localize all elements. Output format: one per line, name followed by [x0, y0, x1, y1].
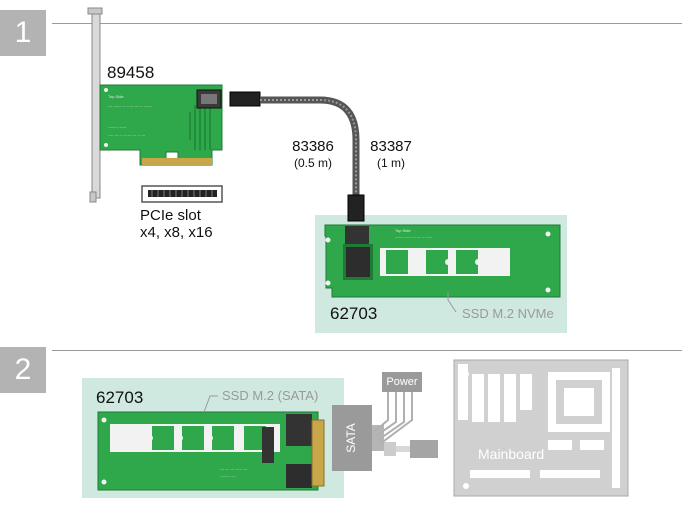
- mainboard-label: Mainboard: [478, 446, 545, 462]
- sata-adapter-model-number: 62703: [96, 388, 144, 407]
- mainboard: [453, 359, 629, 497]
- power-connector: [373, 372, 422, 445]
- svg-text:Top Side: Top Side: [395, 228, 411, 233]
- cable-model-a: 83386: [292, 138, 334, 155]
- cable-length-b: (1 m): [377, 156, 405, 170]
- sata-ssd-label: SSD M.2 (SATA): [222, 388, 319, 403]
- sata-connector: [332, 405, 438, 471]
- svg-text:------- ------: ------- ------: [108, 124, 127, 129]
- svg-text:--- ------ -- -- --- --- -- --: --- ------ -- -- --- --- -- ------: [108, 103, 152, 108]
- sff-cable: [229, 91, 365, 222]
- svg-text:---- --- -- -- --- --- -- ---: ---- --- -- -- --- --- -- ---: [108, 132, 146, 137]
- pcie-slot-sizes: x4, x8, x16: [140, 224, 213, 241]
- step-2-divider: [52, 350, 682, 351]
- cable-model-b: 83387: [370, 138, 412, 155]
- step-1-badge: 1: [0, 10, 46, 56]
- svg-text:------ ----- --- --- -- -----: ------ ----- --- --- -- -----: [395, 234, 433, 239]
- pcie-card-model-number: 89458: [107, 63, 155, 82]
- cable-length-a: (0.5 m): [293, 156, 332, 170]
- sata-connector-label: SATA: [344, 423, 358, 453]
- pcie-adapter-card: Top Side --- ------ -- -- --- --- -- ---…: [87, 7, 223, 203]
- pcie-slot: [141, 185, 223, 203]
- step-2-number: 2: [14, 353, 32, 386]
- step-2-badge: 2: [0, 347, 46, 393]
- svg-text:--- --- --- ----- ---: --- --- --- ----- ---: [220, 466, 248, 471]
- step-1-divider: [52, 23, 682, 24]
- svg-text:------- ----: ------- ----: [220, 473, 236, 478]
- nvme-m2-adapter-board: Top Side ------ ----- --- --- -- -----: [324, 224, 561, 313]
- step-1-number: 1: [14, 16, 32, 49]
- power-connector-label: Power: [386, 376, 418, 388]
- svg-text:Top Side: Top Side: [108, 94, 124, 99]
- sata-m2-adapter-board: --- --- --- ----- --- ------- ----: [97, 395, 325, 491]
- nvme-adapter-model-number: 62703: [330, 304, 378, 323]
- nvme-ssd-label: SSD M.2 NVMe: [462, 306, 554, 321]
- pcie-slot-title: PCIe slot: [140, 207, 201, 224]
